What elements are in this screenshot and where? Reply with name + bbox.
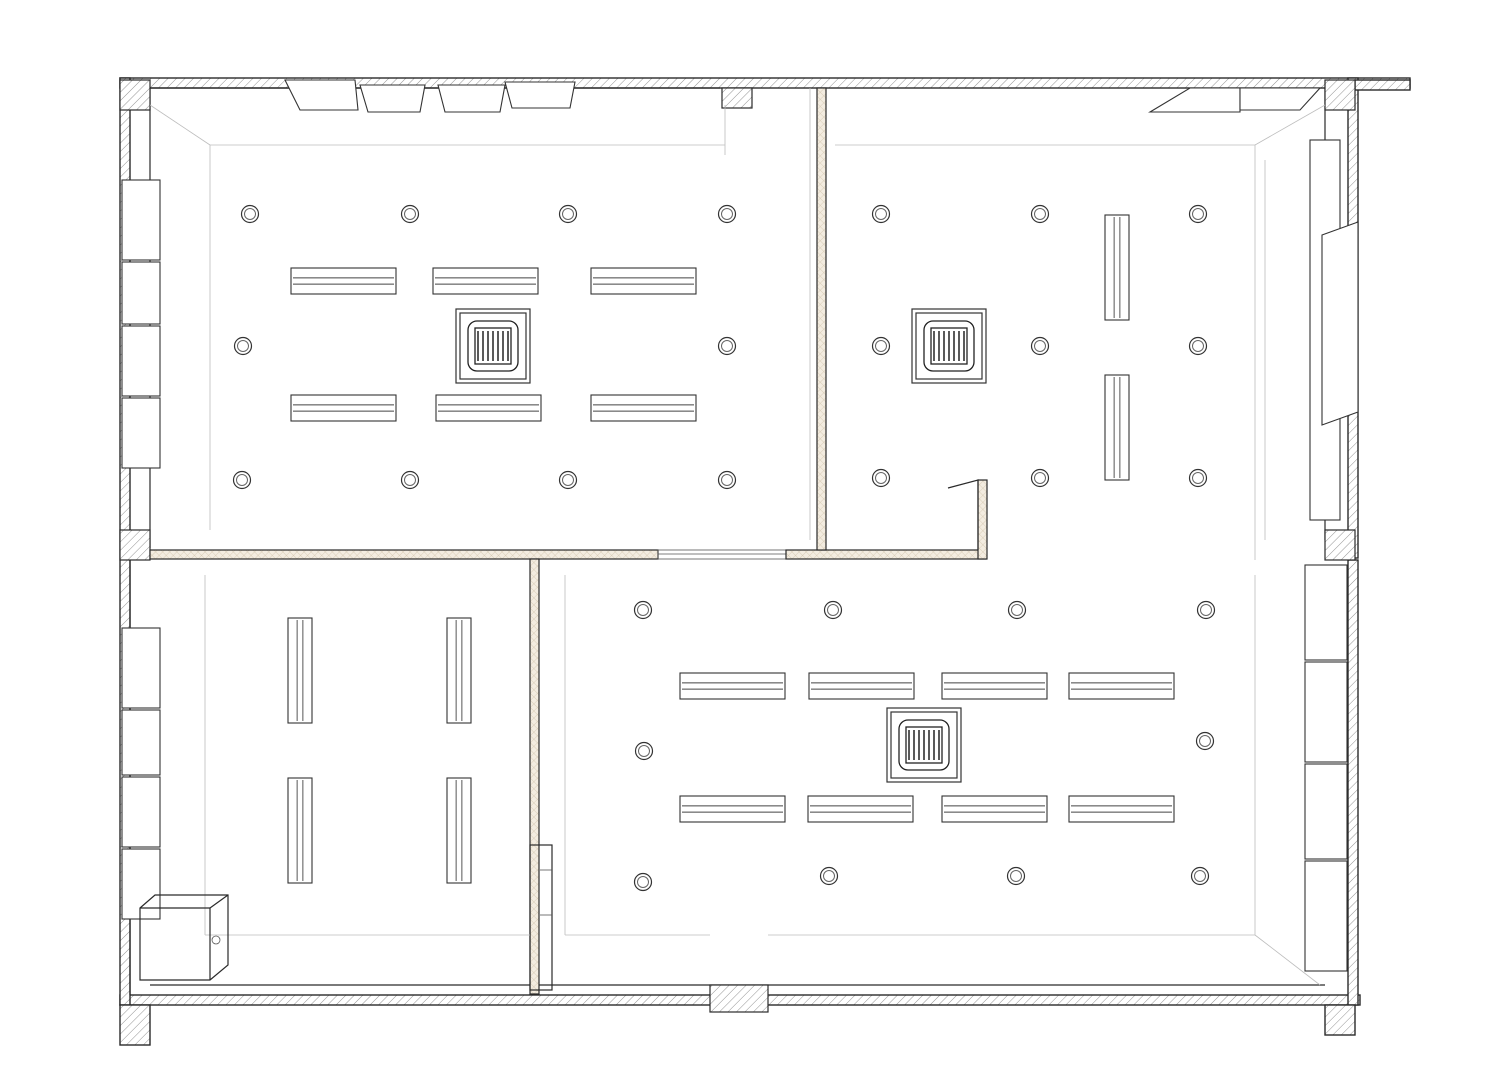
downlight-icon	[871, 468, 891, 488]
cassette-ac-layer	[455, 308, 987, 783]
downlight-icon	[717, 470, 737, 490]
linear-light-icon	[1068, 795, 1175, 823]
downlight-icon	[717, 204, 737, 224]
downlight-icon	[871, 204, 891, 224]
linear-light-icon	[1104, 374, 1130, 481]
downlights-layer	[232, 204, 1216, 892]
linear-lights-layer	[287, 214, 1175, 884]
downlight-icon	[1006, 866, 1026, 886]
linear-light-icon	[590, 267, 697, 295]
linear-light-icon	[290, 394, 397, 422]
downlight-icon	[400, 470, 420, 490]
linear-light-icon	[287, 777, 313, 884]
downlight-icon	[1196, 600, 1216, 620]
windows-top	[284, 79, 1322, 113]
linear-light-icon	[1068, 672, 1175, 700]
ceiling-recess-lines	[149, 88, 1326, 986]
downlight-icon	[1030, 204, 1050, 224]
downlight-icon	[1030, 468, 1050, 488]
downlight-icon	[232, 470, 252, 490]
cassette-ac-icon	[455, 308, 531, 384]
linear-light-icon	[679, 672, 786, 700]
linear-light-icon	[590, 394, 697, 422]
downlight-icon	[1030, 336, 1050, 356]
downlight-icon	[819, 866, 839, 886]
equipment-box	[139, 894, 229, 981]
linear-light-icon	[941, 795, 1048, 823]
downlight-icon	[558, 470, 578, 490]
downlight-icon	[633, 872, 653, 892]
cassette-ac-icon	[886, 707, 962, 783]
linear-light-icon	[287, 617, 313, 724]
downlight-icon	[240, 204, 260, 224]
linear-light-icon	[446, 617, 472, 724]
downlight-icon	[1188, 204, 1208, 224]
downlight-icon	[1195, 731, 1215, 751]
outer-walls	[119, 77, 1411, 1046]
linear-light-icon	[435, 394, 542, 422]
downlight-icon	[1188, 468, 1208, 488]
downlight-icon	[1190, 866, 1210, 886]
interior-partitions	[149, 87, 988, 995]
linear-light-icon	[1104, 214, 1130, 321]
windows-left	[121, 179, 161, 920]
downlight-icon	[717, 336, 737, 356]
windows-right	[1304, 139, 1359, 972]
downlight-icon	[823, 600, 843, 620]
downlight-icon	[558, 204, 578, 224]
linear-light-icon	[808, 672, 915, 700]
downlight-icon	[1188, 336, 1208, 356]
structural-piers	[119, 79, 1356, 1013]
cassette-ac-icon	[911, 308, 987, 384]
downlight-icon	[871, 336, 891, 356]
downlight-icon	[634, 741, 654, 761]
linear-light-icon	[432, 267, 539, 295]
linear-light-icon	[941, 672, 1048, 700]
downlight-icon	[633, 600, 653, 620]
linear-light-icon	[290, 267, 397, 295]
downlight-icon	[233, 336, 253, 356]
linear-light-icon	[446, 777, 472, 884]
downlight-icon	[1007, 600, 1027, 620]
linear-light-icon	[679, 795, 786, 823]
downlight-icon	[400, 204, 420, 224]
linear-light-icon	[807, 795, 914, 823]
